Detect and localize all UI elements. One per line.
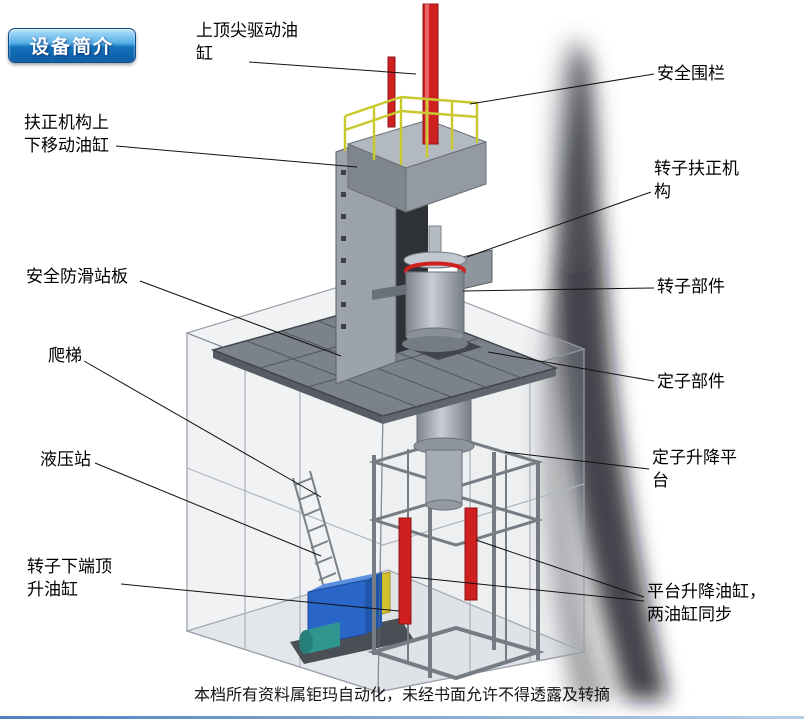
label-anti-slip-standing-plate: 安全防滑站板 xyxy=(26,267,128,287)
label-centering-mechanism-lift-cylinder: 扶正机构上下移动油缸 xyxy=(24,113,109,157)
label-rotor-centering-mechanism: 转子扶正机构 xyxy=(654,159,739,203)
platform-lift-cylinders xyxy=(398,507,478,625)
label-hydraulic-station: 液压站 xyxy=(40,450,91,470)
label-platform-lift-cylinders: 平台升降油缸，两油缸同步 xyxy=(647,582,766,626)
bottom-divider xyxy=(0,716,804,719)
leader-platform-lift-a xyxy=(475,539,645,598)
title-badge: 设备简介 xyxy=(8,28,136,63)
label-rotor-component: 转子部件 xyxy=(657,277,725,297)
leader-ladder xyxy=(83,360,322,498)
leader-platform-lift-b xyxy=(410,576,645,602)
rotor-assembly xyxy=(372,225,493,352)
label-stator-component: 定子部件 xyxy=(657,372,725,392)
leader-lines xyxy=(83,61,655,612)
leader-top-spindle xyxy=(248,61,417,75)
leader-stator-lift xyxy=(504,451,650,470)
leader-rotor-jack xyxy=(120,583,400,612)
leader-anti-slip xyxy=(139,280,342,357)
badge-label: 设备简介 xyxy=(29,36,114,58)
safety-railing xyxy=(343,95,479,165)
leader-rotor-centering xyxy=(466,191,652,258)
hydraulic-station-unit xyxy=(290,571,414,664)
label-stator-lift-platform: 定子升降平台 xyxy=(652,448,737,492)
leader-stator-component xyxy=(487,351,655,382)
leader-safety-fence xyxy=(469,73,655,105)
leader-rotor-component xyxy=(462,287,655,292)
leader-centering-cylinder xyxy=(115,145,358,168)
footer-note: 本档所有资料属钜玛自动化，未经书面允许不得透露及转摘 xyxy=(193,685,610,704)
cage-front-edges xyxy=(186,332,585,693)
label-ladder: 爬梯 xyxy=(48,346,82,366)
label-safety-fence: 安全围栏 xyxy=(657,64,725,84)
label-rotor-bottom-jack-cylinder: 转子下端顶升油缸 xyxy=(27,557,112,601)
label-top-spindle-drive-cylinder: 上顶尖驱动油缸 xyxy=(196,21,298,65)
leader-hydraulic xyxy=(94,462,322,557)
